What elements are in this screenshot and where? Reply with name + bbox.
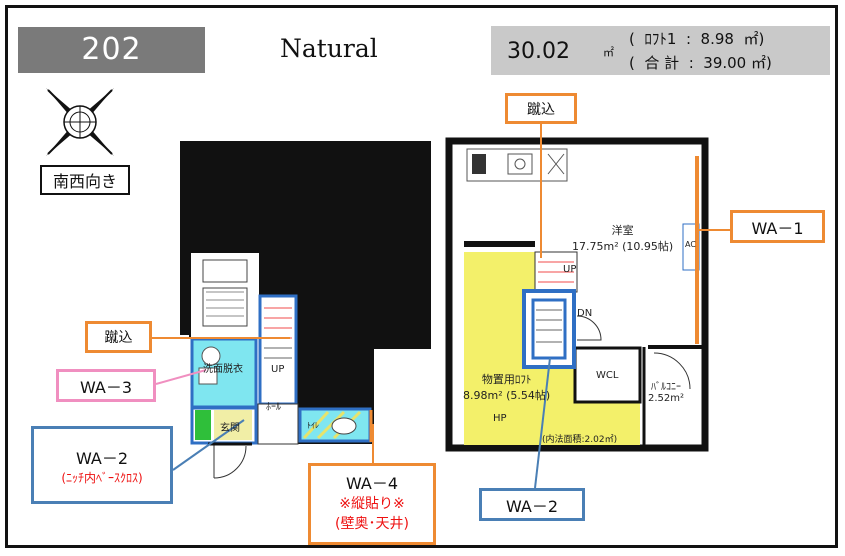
total-area-line: ( 合 計 : 39.00 ㎡) xyxy=(629,54,772,72)
washroom-label: 洗面脱衣 xyxy=(203,364,243,375)
area-panel: 30.02 ㎡ ( ﾛﾌﾄ1 : 8.98 ㎡) ( 合 計 : 39.00 ㎡… xyxy=(491,26,830,75)
balcony-label: ﾊﾞﾙｺﾆｰ 2.52m² xyxy=(648,382,685,404)
plan-type-name: Natural xyxy=(280,34,378,63)
western-room-label: 洋室 17.75m² (10.95帖) xyxy=(572,224,674,253)
dn-label: DN xyxy=(577,308,593,319)
floor-plan-sheet: 202 Natural 30.02 ㎡ ( ﾛﾌﾄ1 : 8.98 ㎡) ( 合… xyxy=(5,5,838,548)
storage-loft-label: 物置用ﾛﾌﾄ 8.98m² (5.54帖) xyxy=(463,373,551,402)
wa3-label: WA－3 xyxy=(56,369,156,402)
hp-label: HP xyxy=(493,413,507,424)
hall-label: ﾎｰﾙ xyxy=(266,402,281,413)
toilet-label: ﾄｲﾚ xyxy=(307,421,319,430)
kerikomi-top-label: 蹴込 xyxy=(505,93,577,124)
ac-label: AC xyxy=(685,240,696,249)
wcl-area xyxy=(573,346,642,404)
orientation-label: 南西向き xyxy=(40,165,130,195)
kitchen-area xyxy=(189,251,261,339)
stairs-left xyxy=(258,294,298,406)
wa4-title: WA－4 xyxy=(345,474,399,493)
compass-icon xyxy=(46,88,114,156)
unit-number: 202 xyxy=(18,27,205,73)
wa2-left-title: WA－2 xyxy=(75,448,129,468)
wa1-label: WA－1 xyxy=(730,210,825,243)
wa2-left-note: (ﾆｯﾁ内ﾍﾞｰｽｸﾛｽ) xyxy=(61,470,143,485)
entrance-label: 玄関 xyxy=(220,423,240,434)
up-label-left: UP xyxy=(271,364,285,375)
wa2-left-label: WA－2 (ﾆｯﾁ内ﾍﾞｰｽｸﾛｽ) xyxy=(31,426,173,504)
wcl-label: WCL xyxy=(596,370,619,381)
wa4-note-vertical: ※縦貼り※ xyxy=(339,496,405,512)
loft-area-line: ( ﾛﾌﾄ1 : 8.98 ㎡) xyxy=(629,30,765,48)
void-area xyxy=(180,141,431,444)
floor-plan-drawing xyxy=(152,124,730,489)
inner-dimension-label: (内法面積:2.02㎡) xyxy=(542,435,618,445)
kerikomi-left-label: 蹴込 xyxy=(85,321,152,353)
area-unit: ㎡ xyxy=(603,46,614,59)
area-main-value: 30.02 xyxy=(507,39,570,64)
wa2-right-label: WA－2 xyxy=(479,488,585,521)
wa4-label: WA－4 ※縦貼り※ (壁奥･天井) xyxy=(308,463,436,545)
loft-area xyxy=(464,252,640,445)
wa4-note-location: (壁奥･天井) xyxy=(335,516,409,532)
up-label-right: UP xyxy=(563,264,577,275)
